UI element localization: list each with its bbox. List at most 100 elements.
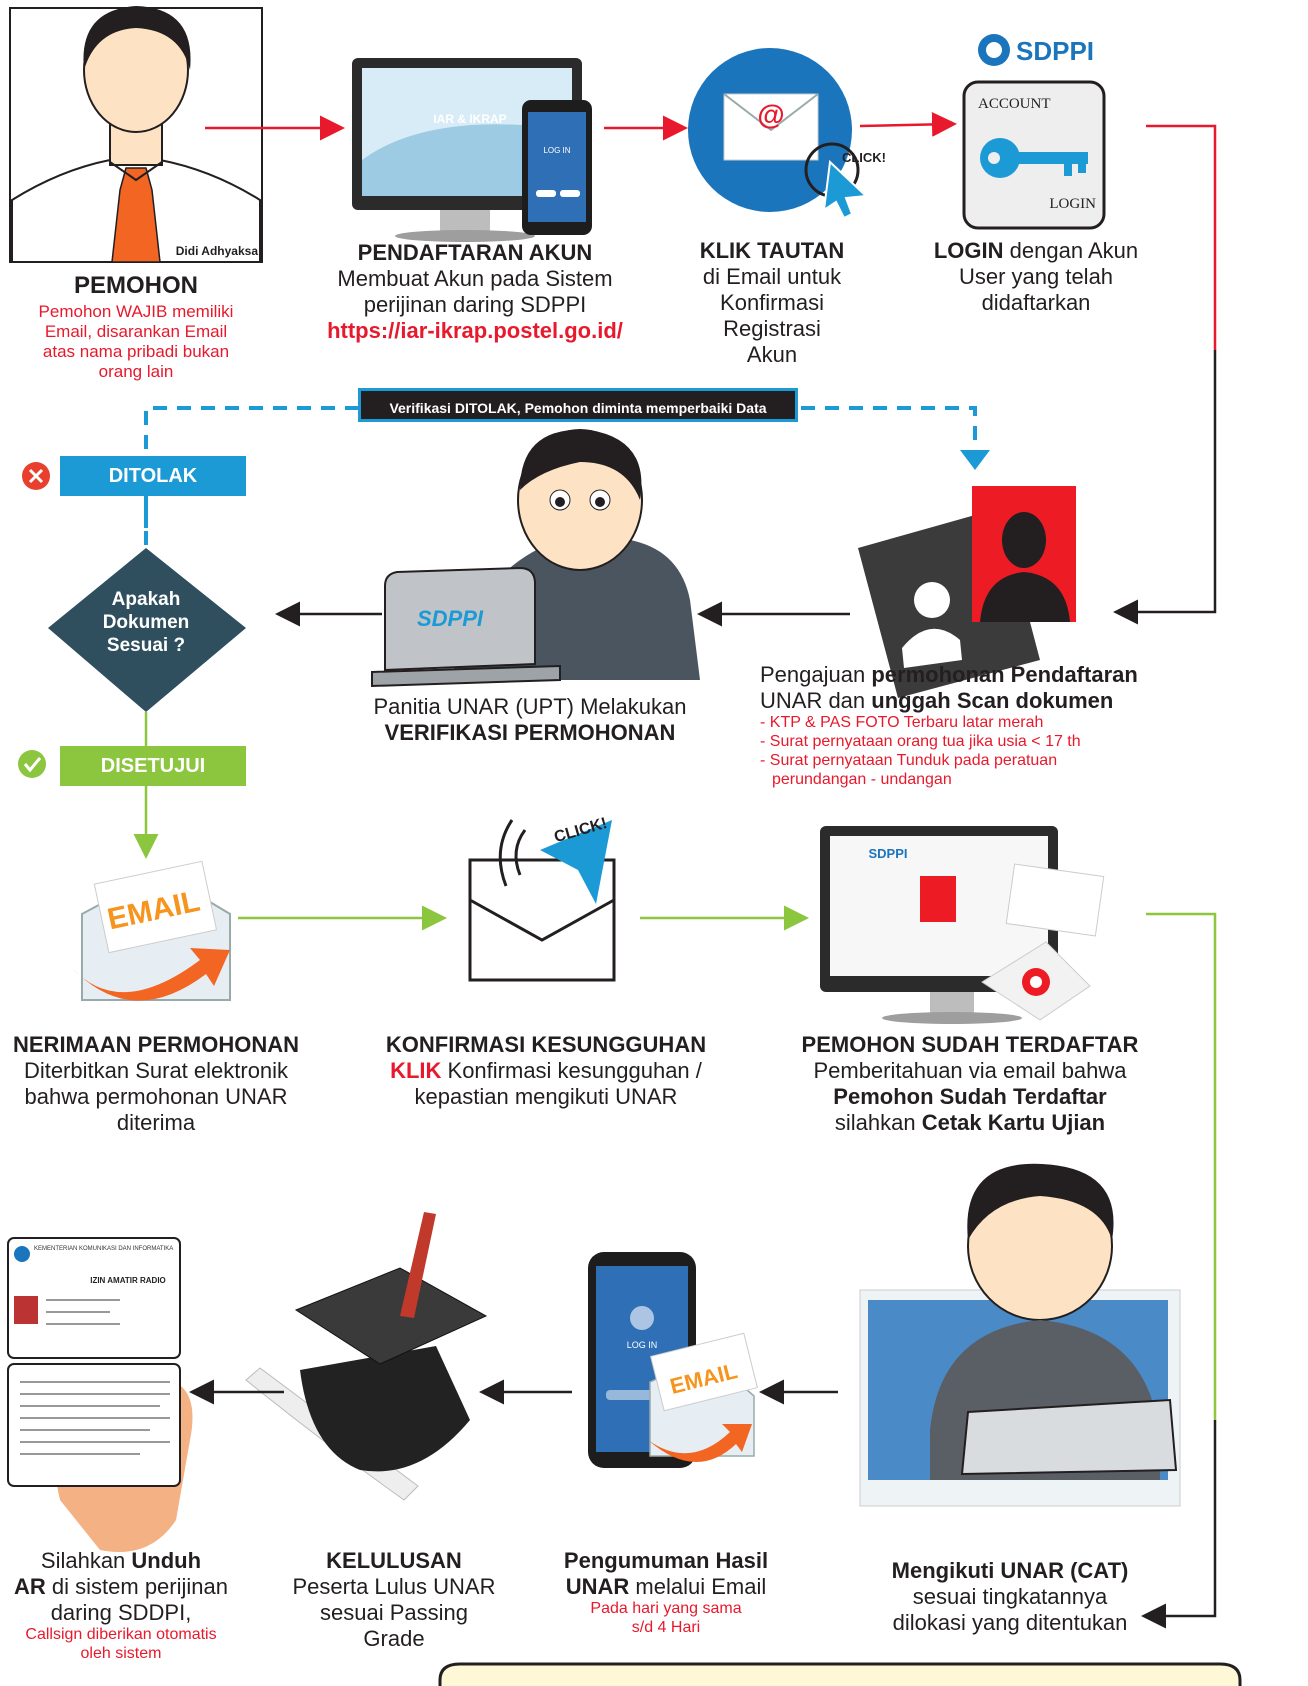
download-line2: AR di sistem perijinan	[14, 1573, 228, 1599]
registered-block: PEMOHON SUDAH TERDAFTAR Pemberitahuan vi…	[770, 1032, 1170, 1136]
requirement-2: - Surat pernyataan orang tua jika usia <…	[760, 732, 1081, 750]
applicant-note: Pemohon WAJIB memiliki Email, disarankan…	[38, 302, 234, 382]
decision-question: Apakah Dokumen Sesuai ?	[76, 588, 216, 658]
license-card-illustration	[7, 1237, 193, 1552]
applicant-name-tag: Didi Adhyaksa	[175, 244, 258, 258]
login-title: LOGIN	[933, 238, 1004, 263]
applicant-block: PEMOHON Pemohon WAJIB memiliki Email, di…	[0, 272, 272, 383]
reject-x-icon	[22, 462, 50, 490]
connector-login-black	[1113, 350, 1217, 625]
rejected-label: DITOLAK	[108, 465, 198, 487]
account-label: ACCOUNT	[978, 96, 1051, 112]
verification-title: VERIFIKASI PERMOHONAN	[384, 719, 676, 745]
exam-desc1: sesuai tingkatannya	[912, 1583, 1108, 1609]
graduation-desc3: Grade	[363, 1625, 425, 1651]
click-link-block: KLIK TAUTAN di Email untuk Konfirmasi Re…	[672, 238, 872, 368]
login-desc: dengan Akun User yang telah didaftarkan	[958, 238, 1139, 315]
rejected-box	[60, 456, 246, 496]
graduation-desc1: Peserta Lulus UNAR	[292, 1573, 496, 1599]
phone-login-text-2: LOG IN	[626, 1340, 658, 1350]
download-note1: Callsign diberikan otomatis	[25, 1625, 217, 1643]
acceptance-desc1: Diterbitkan Surat elektronik	[23, 1057, 289, 1083]
submission-line1: Pengajuan permohonan Pendaftaran	[760, 662, 1138, 687]
download-line1: Silahkan Unduh	[40, 1548, 202, 1573]
register-desc: Membuat Akun pada Sistem perijinan darin…	[337, 265, 613, 317]
id-card-photo-illustration	[858, 486, 1076, 698]
decision-line2: Dokumen	[102, 612, 190, 634]
exam-desc2: dilokasi yang ditentukan	[892, 1609, 1128, 1635]
requirement-3: - Surat pernyataan Tunduk pada peratuan	[760, 751, 1058, 769]
download-line3: daring SDDPI,	[50, 1599, 192, 1625]
registered-desc3: silahkan Cetak Kartu Ujian	[834, 1109, 1106, 1135]
decision-line1: Apakah	[111, 589, 181, 610]
approve-check-icon	[18, 750, 46, 778]
exam-title: Mengikuti UNAR (CAT)	[891, 1558, 1129, 1583]
submission-block: Pengajuan permohonan Pendaftaran UNAR da…	[760, 662, 1200, 789]
graduation-desc2: sesuai Passing	[320, 1599, 468, 1625]
verification-block: Panitia UNAR (UPT) Melakukan VERIFIKASI …	[340, 694, 720, 746]
decision-line3: Sesuai ?	[106, 635, 186, 657]
phone-email-illustration: EMAIL	[588, 1252, 758, 1468]
requirement-3-cont: perundangan - undangan	[772, 770, 952, 788]
acceptance-desc3: diterima	[116, 1109, 196, 1135]
requirement-1: - KTP & PAS FOTO Terbaru latar merah	[760, 713, 1044, 731]
applicant-illustration	[9, 6, 263, 263]
svg-text:@: @	[757, 99, 784, 130]
confirm-envelope-icon	[468, 819, 616, 982]
confirm-block: KONFIRMASI KESUNGGUHAN KLIK Konfirmasi k…	[356, 1032, 736, 1110]
approved-label: DISETUJUI	[100, 755, 206, 777]
graduation-cap-illustration	[245, 1212, 488, 1501]
exam-block: Mengikuti UNAR (CAT) sesuai tingkatannya…	[850, 1558, 1170, 1636]
acceptance-title: NERIMAAN PERMOHONAN	[13, 1032, 299, 1057]
click-word: CLICK!	[841, 150, 887, 165]
registered-brand: SDPPI	[868, 846, 908, 861]
phone-login-text: LOG IN	[543, 146, 571, 155]
email-click-icon: @	[688, 48, 869, 220]
account-key-icon	[962, 80, 1106, 230]
verification-desc: Panitia UNAR (UPT) Melakukan	[373, 694, 687, 719]
announcement-block: Pengumuman Hasil UNAR melalui Email Pada…	[536, 1548, 796, 1638]
sdppi-logo-icon	[978, 34, 1010, 66]
approved-box	[60, 746, 246, 786]
confirm-desc1: KLIK Konfirmasi kesungguhan /	[390, 1057, 702, 1083]
click-link-title: KLIK TAUTAN	[699, 238, 845, 263]
registered-desc1: Pemberitahuan via email bahwa	[813, 1057, 1127, 1083]
registered-title: PEMOHON SUDAH TERDAFTAR	[801, 1032, 1139, 1057]
register-url[interactable]: https://iar-ikrap.postel.go.id/	[327, 317, 623, 343]
click-link-desc: di Email untuk Konfirmasi Registrasi Aku…	[702, 263, 842, 367]
register-title: PENDAFTARAN AKUN	[357, 240, 593, 265]
computer-illustration	[352, 58, 592, 242]
email-envelope-icon: EMAIL	[72, 860, 231, 1001]
announcement-note1: Pada hari yang sama	[590, 1599, 742, 1617]
computer-screen-text: IAR & IKRAP	[433, 112, 507, 126]
confirm-desc2: kepastian mengikuti UNAR	[414, 1083, 678, 1109]
exam-illustration	[859, 1163, 1181, 1507]
login-block: LOGIN dengan Akun User yang telah didaft…	[908, 238, 1164, 316]
license-card-org: KEMENTERIAN KOMUNIKASI DAN INFORMATIKA	[34, 1246, 174, 1252]
download-block: Silahkan Unduh AR di sistem perijinan da…	[0, 1548, 256, 1664]
arrow-to-login	[859, 111, 957, 137]
registered-computer-illustration	[820, 826, 1105, 1024]
applicant-title: PEMOHON	[73, 272, 198, 299]
confirm-title: KONFIRMASI KESUNGGUHAN	[385, 1032, 707, 1057]
download-note2: oleh sistem	[80, 1644, 162, 1662]
verifier-illustration	[371, 429, 700, 688]
login-label: LOGIN	[1049, 196, 1096, 212]
graduation-title: KELULUSAN	[326, 1548, 462, 1573]
sdppi-wordmark: SDPPI	[1016, 36, 1095, 66]
rejection-loop-dashed	[144, 406, 977, 545]
announcement-title2: UNAR melalui Email	[565, 1573, 767, 1599]
connector-registered-black	[1141, 1420, 1217, 1629]
connector-login-red	[1146, 124, 1217, 350]
rejection-loop-arrowhead	[960, 450, 990, 470]
laptop-brand: SDPPI	[416, 606, 484, 631]
announcement-note2: s/d 4 Hari	[631, 1618, 701, 1636]
bottom-note-frame	[438, 1662, 1242, 1686]
announcement-title1: Pengumuman Hasil	[563, 1548, 769, 1573]
rejected-banner: Verifikasi DITOLAK, Pemohon diminta memp…	[358, 388, 798, 422]
registered-desc2: Pemohon Sudah Terdaftar	[833, 1083, 1107, 1109]
connector-registered-green	[1146, 912, 1217, 1420]
acceptance-block: NERIMAAN PERMOHONAN Diterbitkan Surat el…	[0, 1032, 326, 1136]
